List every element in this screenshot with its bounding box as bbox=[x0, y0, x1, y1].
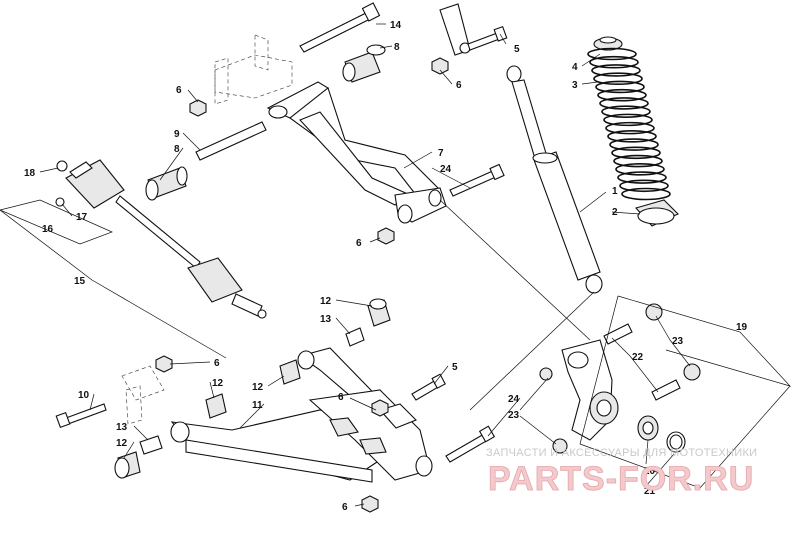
sleeve-13-top bbox=[345, 327, 365, 347]
watermark-logo: PARTS-FOR.RU bbox=[488, 460, 754, 498]
callout-5-lower: 5 bbox=[452, 362, 458, 373]
spring-coil bbox=[615, 162, 665, 176]
callout-19: 19 bbox=[736, 322, 748, 333]
callout-24-upper: 24 bbox=[440, 164, 452, 175]
callout-3: 3 bbox=[572, 80, 578, 91]
callout-24-lower: 24 bbox=[508, 394, 520, 405]
callout-2: 2 bbox=[612, 207, 618, 218]
spring-coil bbox=[591, 64, 641, 77]
callout-4: 4 bbox=[572, 62, 578, 73]
callout-5-top: 5 bbox=[514, 44, 520, 55]
callout-9: 9 bbox=[174, 129, 180, 140]
sleeve-22-lower bbox=[651, 379, 681, 401]
callout-11: 11 bbox=[252, 400, 263, 411]
spring-coil bbox=[595, 80, 645, 94]
callout-8-left: 8 bbox=[174, 144, 180, 155]
spring-coil bbox=[613, 154, 663, 168]
spring-coil bbox=[603, 113, 653, 127]
callout-16: 16 bbox=[42, 224, 54, 235]
callout-6-lower-left: 6 bbox=[214, 358, 220, 369]
callout-1: 1 bbox=[612, 186, 618, 197]
nut-6-lower-mid bbox=[371, 399, 389, 417]
bushing-8-upper bbox=[342, 44, 386, 83]
spring-coil bbox=[619, 179, 669, 193]
callout-14: 14 bbox=[390, 20, 402, 31]
coil-spring bbox=[587, 36, 679, 227]
bushing-12-mid bbox=[279, 359, 301, 385]
callout-12-left: 12 bbox=[212, 378, 224, 389]
leader-lines bbox=[0, 23, 792, 507]
bushing-12-top bbox=[367, 298, 391, 327]
upper-a-arm bbox=[266, 81, 447, 224]
nut-6-top bbox=[189, 99, 207, 117]
bushing-23-lower bbox=[683, 363, 701, 381]
bolt-5-top bbox=[467, 25, 508, 51]
spring-coil bbox=[609, 138, 659, 151]
bolt-24-lower bbox=[445, 425, 496, 463]
callout-12-top: 12 bbox=[320, 296, 332, 307]
drive-axle bbox=[55, 159, 267, 319]
snap-ring-21 bbox=[666, 431, 686, 453]
callout-15: 15 bbox=[74, 276, 86, 287]
bolt-10 bbox=[55, 403, 107, 429]
lower-a-arm bbox=[170, 347, 433, 483]
spring-coil bbox=[607, 130, 657, 143]
nut-6-shock bbox=[431, 57, 449, 75]
callout-23-right: 23 bbox=[672, 336, 684, 347]
callout-6-shock: 6 bbox=[456, 80, 462, 91]
spring-coil bbox=[621, 187, 671, 201]
callout-21: 21 bbox=[644, 486, 656, 497]
sleeve-13-bottom bbox=[139, 435, 163, 455]
watermark-tagline: ЗАПЧАСТИ И АКСЕССУАРЫ ДЛЯ МОТОТЕХНИКИ bbox=[486, 447, 757, 459]
callout-12-mid: 12 bbox=[252, 382, 264, 393]
callout-23-left: 23 bbox=[508, 410, 520, 421]
callout-10: 10 bbox=[78, 390, 90, 401]
callout-6-lower-mid: 6 bbox=[338, 392, 344, 403]
callout-12-bottom: 12 bbox=[116, 438, 128, 449]
callout-22: 22 bbox=[632, 352, 644, 363]
nut-23-left bbox=[539, 367, 553, 381]
bolt-24-upper bbox=[449, 163, 505, 197]
spring-coil bbox=[617, 171, 667, 184]
spring-coil bbox=[605, 121, 655, 135]
frame-bracket-lower bbox=[121, 365, 165, 425]
bushing-12-left bbox=[205, 393, 227, 419]
spring-coil bbox=[593, 72, 643, 86]
callout-labels: 1 2 3 4 5 5 6 6 6 6 6 6 7 8 8 9 10 11 12… bbox=[24, 20, 748, 513]
spring-coil bbox=[611, 146, 661, 160]
nut-23-bottom bbox=[552, 438, 568, 454]
sleeve-9 bbox=[195, 121, 267, 161]
shock-absorber bbox=[439, 3, 603, 294]
spring-coil bbox=[599, 97, 649, 110]
spring-coil bbox=[589, 55, 639, 69]
spring-coil bbox=[601, 105, 651, 118]
bolt-5-lower bbox=[411, 373, 446, 401]
bushing-12-bottom bbox=[114, 451, 141, 479]
frame-bracket-upper bbox=[214, 34, 293, 105]
callout-18: 18 bbox=[24, 168, 36, 179]
bearing-20 bbox=[637, 415, 659, 441]
bushing-8-left bbox=[145, 166, 188, 201]
spring-coil bbox=[597, 88, 647, 102]
watermark: ЗАПЧАСТИ И АКСЕССУАРЫ ДЛЯ МОТОТЕХНИКИ PA… bbox=[486, 447, 757, 498]
spring-coil bbox=[587, 47, 637, 61]
callout-20: 20 bbox=[644, 466, 656, 477]
callout-17: 17 bbox=[76, 212, 88, 223]
callout-6-top: 6 bbox=[176, 85, 182, 96]
nut-6-bottom bbox=[361, 495, 379, 513]
bolt-14 bbox=[299, 2, 381, 53]
bearing-carrier bbox=[561, 339, 619, 441]
nut-6-mid bbox=[377, 227, 395, 245]
callout-6-bottom: 6 bbox=[342, 502, 348, 513]
callout-8-upper: 8 bbox=[394, 42, 400, 53]
callout-13-top: 13 bbox=[320, 314, 332, 325]
callout-6-mid: 6 bbox=[356, 238, 362, 249]
callout-13-bottom: 13 bbox=[116, 422, 128, 433]
nut-6-lower-left bbox=[155, 355, 173, 373]
callout-7: 7 bbox=[438, 148, 444, 159]
